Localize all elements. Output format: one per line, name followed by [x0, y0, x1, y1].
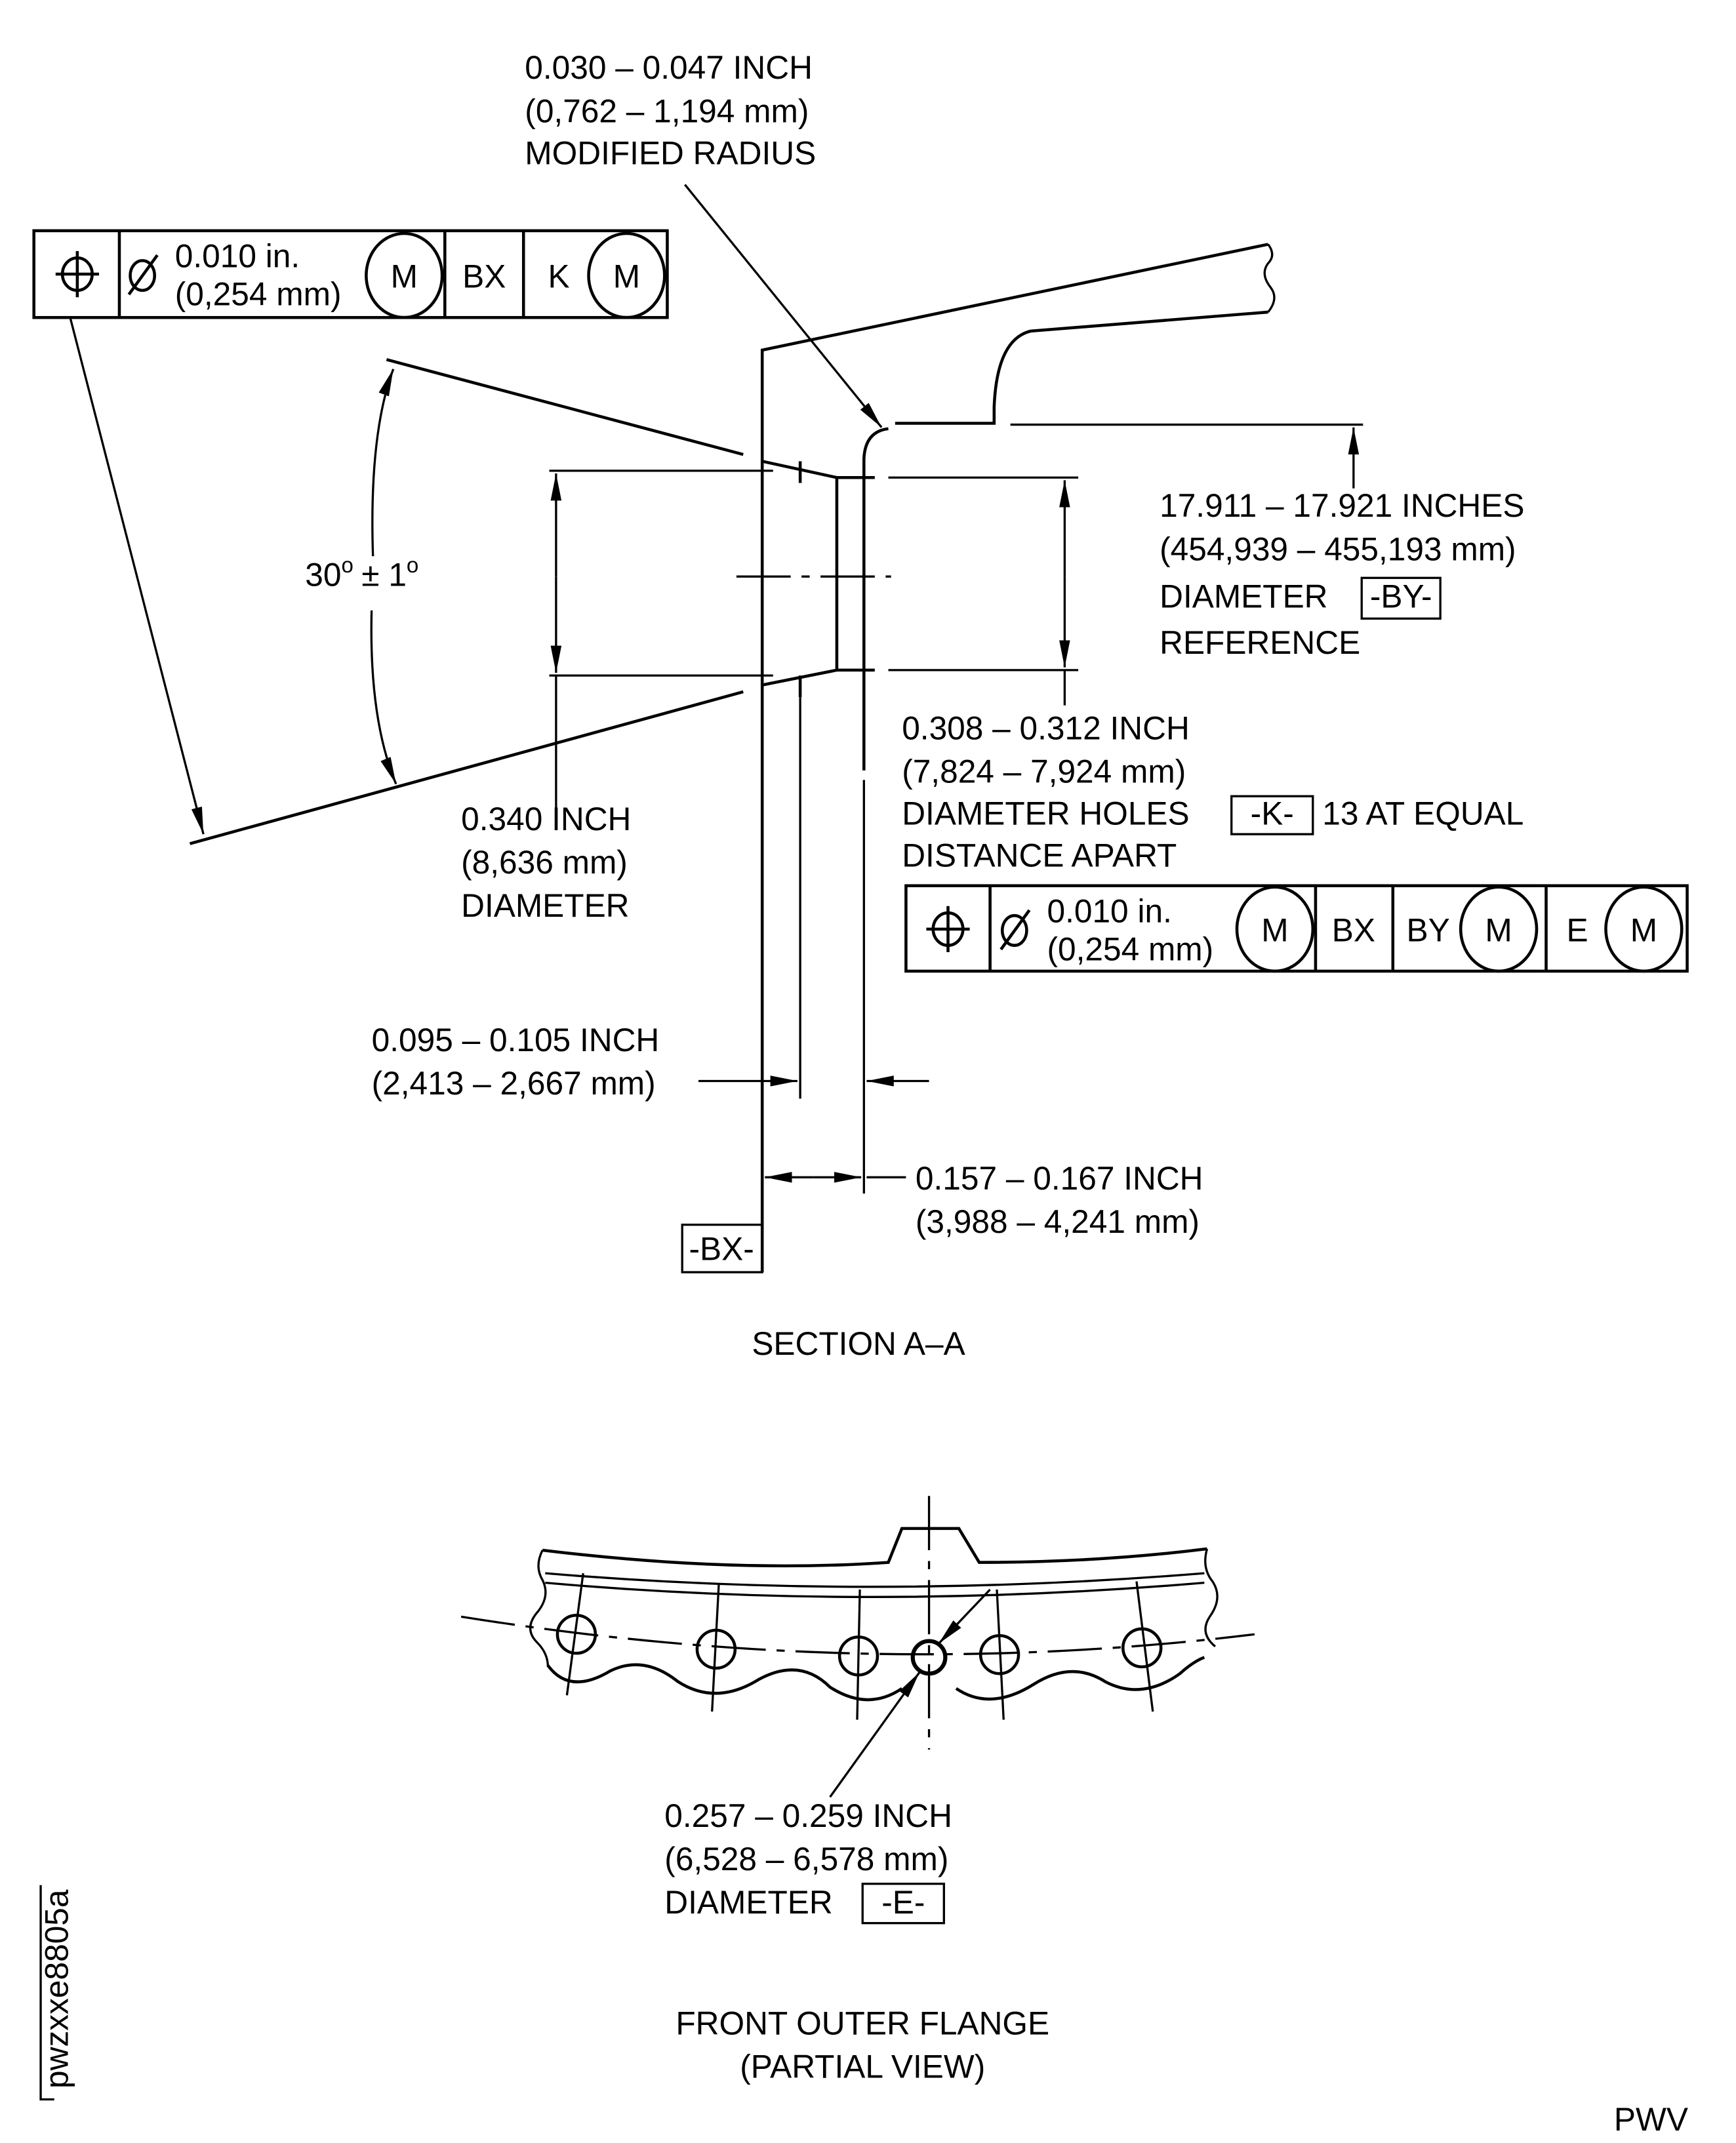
- width-dimension: 0.157 – 0.167 INCH (3,988 – 4,241 mm): [765, 1160, 1203, 1240]
- hole-note-line2: (6,528 – 6,578 mm): [664, 1841, 948, 1877]
- radius-note-line2: (0,762 – 1,194 mm): [525, 92, 809, 129]
- tolerance-mm: (0,254 mm): [175, 276, 342, 313]
- datum-e-box: [861, 1883, 945, 1925]
- thick-note-line1: 0.095 – 0.105 INCH: [372, 1022, 660, 1058]
- section-profile: [736, 243, 1276, 1273]
- datum-by-box: [1360, 576, 1442, 620]
- figure-id: pwzxxe8805a: [38, 1885, 75, 2101]
- datum-1: BX: [462, 258, 506, 295]
- hole-e-icon: [910, 1639, 948, 1676]
- by-note-line2: (454,939 – 455,193 mm): [1160, 531, 1516, 567]
- width-note-line2: (3,988 – 4,241 mm): [916, 1203, 1200, 1240]
- bolt-holes: [555, 1572, 1163, 1720]
- radius-note: 0.030 – 0.047 INCH (0,762 – 1,194 mm) MO…: [525, 49, 883, 428]
- mmc-circle-icon: [1235, 885, 1315, 973]
- dia-note-line2: (8,636 mm): [461, 844, 628, 881]
- radius-leader: [684, 184, 883, 428]
- mmc-circle-icon: [587, 231, 666, 319]
- datum-2-modifier: M: [613, 258, 640, 295]
- hole-icon: [1121, 1627, 1163, 1669]
- datum-by-label: -BY-: [1370, 578, 1432, 615]
- width-note-line1: 0.157 – 0.167 INCH: [916, 1160, 1203, 1197]
- thickness-dimension: 0.095 – 0.105 INCH (2,413 – 2,667 mm): [372, 697, 929, 1194]
- by-note-line1: 17.911 – 17.921 INCHES: [1160, 487, 1524, 524]
- section-title: SECTION A–A: [752, 1325, 965, 1362]
- radius-note-line1: 0.030 – 0.047 INCH: [525, 49, 813, 86]
- thick-note-line2: (2,413 – 2,667 mm): [372, 1065, 656, 1102]
- mmc-circle-icon: [365, 231, 444, 319]
- by-diameter-dimension: 17.911 – 17.921 INCHES (454,939 – 455,19…: [1010, 423, 1524, 661]
- datum-k-label: -K-: [1251, 795, 1294, 832]
- figure-id-label: pwzxxe8805a: [38, 1889, 75, 2089]
- datum-2: K: [548, 258, 569, 295]
- datum-bx-label: -BX-: [689, 1230, 754, 1267]
- view-title-line1: FRONT OUTER FLANGE: [676, 2005, 1049, 2041]
- holes-note-line4: DISTANCE APART: [902, 837, 1177, 874]
- hole-note-line3: DIAMETER: [664, 1884, 832, 1921]
- holes-note-line3b: 13 AT EQUAL: [1322, 795, 1524, 832]
- datum-2: BY: [1406, 911, 1449, 948]
- datum-k-box: [1230, 795, 1314, 835]
- datum-1: BX: [1332, 911, 1375, 948]
- flange-partial-view: 0.257 – 0.259 INCH (6,528 – 6,578 mm) DI…: [460, 1496, 1255, 2085]
- datum-2-modifier: M: [1485, 911, 1512, 948]
- holes-note-line1: 0.308 – 0.312 INCH: [902, 710, 1190, 746]
- dia-note-line1: 0.340 INCH: [461, 801, 631, 837]
- tolerance-mm: (0,254 mm): [1047, 931, 1213, 967]
- by-note-line3: DIAMETER: [1160, 578, 1327, 615]
- hole-icon: [555, 1613, 597, 1655]
- hole-note-line1: 0.257 – 0.259 INCH: [664, 1797, 952, 1834]
- radius-note-line3: MODIFIED RADIUS: [525, 135, 816, 172]
- diameter-icon: [999, 909, 1031, 951]
- view-title-line2: (PARTIAL VIEW): [740, 2048, 985, 2085]
- diameter-icon: [127, 254, 159, 296]
- position-icon: [55, 250, 99, 298]
- countersink-diameter-dimension: 0.340 INCH (8,636 mm) DIAMETER: [461, 470, 773, 924]
- mmc-circle-icon: [1459, 885, 1539, 973]
- tolerance-in: 0.010 in.: [175, 238, 300, 275]
- holes-note-line2: (7,824 – 7,924 mm): [902, 753, 1186, 790]
- feature-control-frame-right: 0.010 in. (0,254 mm) M BX BY M E M: [904, 884, 1689, 973]
- datum-3-modifier: M: [1630, 911, 1657, 948]
- by-note-line4: REFERENCE: [1160, 624, 1360, 661]
- modifier: M: [1261, 911, 1288, 948]
- tolerance-in: 0.010 in.: [1047, 893, 1171, 930]
- dia-note-line3: DIAMETER: [461, 887, 629, 924]
- drawing-code: PWV: [1614, 2101, 1688, 2138]
- mmc-circle-icon: [1604, 885, 1684, 973]
- holes-note-line3: DIAMETER HOLES: [902, 795, 1189, 832]
- angle-text: 30o± 1o: [305, 553, 418, 593]
- fcf-leader: [69, 318, 205, 835]
- modifier: M: [391, 258, 418, 295]
- datum-e-label: -E-: [881, 1884, 925, 1921]
- datum-3: E: [1566, 911, 1588, 948]
- angle-dimension: 30o± 1o: [189, 358, 744, 845]
- datum-bx: -BX-: [681, 1224, 763, 1273]
- hole-diameter-dimension: 0.308 – 0.312 INCH (7,824 – 7,924 mm) DI…: [888, 476, 1524, 874]
- feature-control-frame-top: 0.010 in. (0,254 mm) M BX K M: [32, 229, 669, 835]
- position-icon: [926, 906, 970, 953]
